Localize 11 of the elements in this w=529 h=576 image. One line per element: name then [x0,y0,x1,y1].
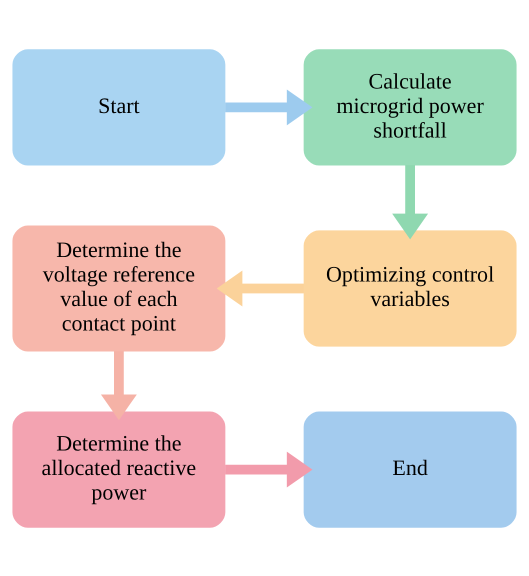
arrow [392,164,428,239]
node-box: End [304,410,517,528]
node-box: Determine the allocated reactive power [12,410,226,528]
node-box: Start [12,48,226,166]
arrow [225,451,312,488]
node-box: Optimizing control variables [304,230,517,346]
arrow [100,350,137,420]
arrow [216,270,304,306]
arrow [225,88,312,125]
node-box: Determine the voltage reference value of each contact point [12,224,226,352]
node-box: Calculate microgrid power shortfall [304,48,517,166]
